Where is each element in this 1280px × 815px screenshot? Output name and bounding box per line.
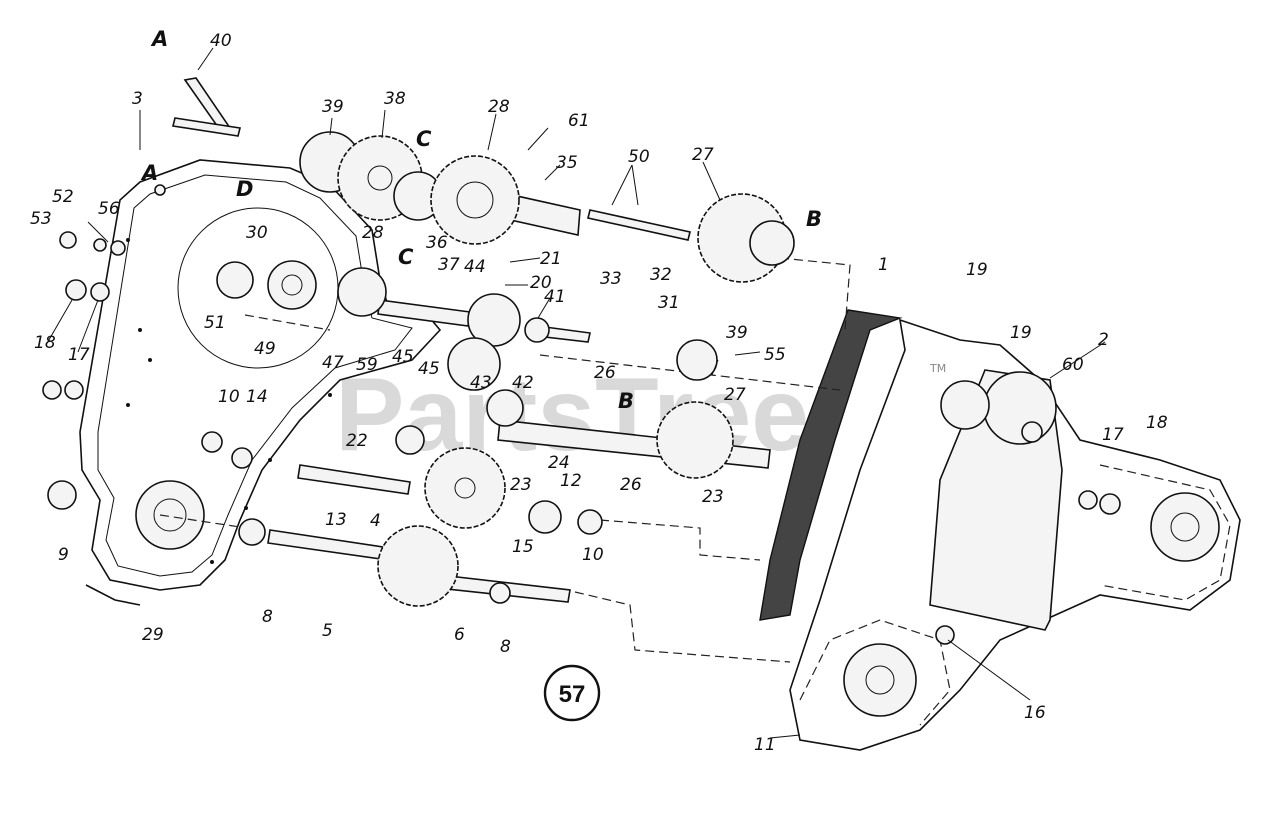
- ref-letter-b-1: B: [806, 207, 822, 231]
- callout-18a: 18: [34, 333, 56, 353]
- callout-17a: 17: [68, 345, 90, 365]
- callout-17b: 17: [1102, 425, 1124, 445]
- callout-24: 24: [548, 453, 570, 473]
- callout-35: 35: [556, 153, 578, 173]
- callout-51: 51: [204, 313, 226, 333]
- callout-45b: 45: [418, 359, 440, 379]
- callout-36: 36: [426, 233, 448, 253]
- callout-61: 61: [568, 111, 590, 131]
- callout-55: 55: [764, 345, 786, 365]
- callout-15: 15: [512, 537, 534, 557]
- callout-29: 29: [142, 625, 164, 645]
- callout-3: 3: [132, 89, 143, 109]
- callout-31: 31: [658, 293, 680, 313]
- callout-40: 40: [210, 31, 232, 51]
- callout-20: 20: [530, 273, 552, 293]
- callout-28b: 28: [362, 223, 384, 243]
- callout-59: 59: [356, 355, 378, 375]
- callout-13: 13: [325, 510, 347, 530]
- callout-50: 50: [628, 147, 650, 167]
- callout-37: 37: [438, 255, 460, 275]
- callout-30: 30: [246, 223, 268, 243]
- callout-39b: 39: [726, 323, 748, 343]
- watermark-trademark: TM: [929, 362, 946, 375]
- callout-19b: 19: [1010, 323, 1032, 343]
- callout-5: 5: [322, 621, 333, 641]
- callout-26b: 26: [620, 475, 642, 495]
- figure-number: 57: [559, 681, 586, 708]
- callout-16: 16: [1024, 703, 1046, 723]
- callout-41: 41: [544, 287, 566, 307]
- callout-2: 2: [1098, 330, 1109, 350]
- callout-28a: 28: [488, 97, 510, 117]
- ref-letter-c-2: C: [398, 245, 414, 269]
- callout-49: 49: [254, 339, 276, 359]
- callout-45a: 45: [392, 347, 414, 367]
- callout-60: 60: [1062, 355, 1084, 375]
- callout-47: 47: [322, 353, 344, 373]
- callout-22: 22: [346, 431, 368, 451]
- callout-4: 4: [370, 511, 381, 531]
- callout-39a: 39: [322, 97, 344, 117]
- figure-number-badge: 57: [543, 664, 601, 722]
- gears-and-sprockets: [42, 131, 795, 607]
- callout-11: 11: [754, 735, 776, 755]
- callout-27a: 27: [692, 145, 714, 165]
- callout-10b: 10: [582, 545, 604, 565]
- callout-18b: 18: [1146, 413, 1168, 433]
- callout-33: 33: [600, 269, 622, 289]
- callout-12: 12: [560, 471, 582, 491]
- callout-43: 43: [470, 373, 492, 393]
- callout-27b: 27: [724, 385, 746, 405]
- callout-8b: 8: [500, 637, 511, 657]
- callout-10a: 10: [218, 387, 240, 407]
- ref-letter-a-2: A: [140, 161, 158, 185]
- callout-38: 38: [384, 89, 406, 109]
- callout-52: 52: [52, 187, 74, 207]
- ref-letter-c-1: C: [416, 127, 432, 151]
- callout-56: 56: [98, 199, 120, 219]
- callout-9: 9: [58, 545, 69, 565]
- ref-letter-a-1: A: [150, 27, 168, 51]
- ref-letter-b-2: B: [618, 389, 634, 413]
- callout-23a: 23: [510, 475, 532, 495]
- reference-letters: A A B B C C D: [140, 27, 822, 413]
- callout-26a: 26: [594, 363, 616, 383]
- assembly-guide-lines: [159, 257, 851, 663]
- callout-42: 42: [512, 373, 534, 393]
- callout-14: 14: [246, 387, 268, 407]
- callout-6: 6: [454, 625, 465, 645]
- callout-labels: 1 2 3 4 5 6 8 8 9 10 10 11 12 13 14 15 1…: [30, 31, 1168, 755]
- callout-32: 32: [650, 265, 672, 285]
- right-cover-assembly: [759, 309, 1241, 751]
- callout-21: 21: [540, 249, 562, 269]
- ref-letter-d: D: [236, 177, 253, 201]
- callout-53: 53: [30, 209, 52, 229]
- callout-1: 1: [878, 255, 889, 275]
- left-housing-29: [79, 159, 442, 606]
- callout-23b: 23: [702, 487, 724, 507]
- callout-19a: 19: [966, 260, 988, 280]
- callout-8a: 8: [262, 607, 273, 627]
- callout-44: 44: [464, 257, 486, 277]
- leader-lines: [45, 47, 1106, 739]
